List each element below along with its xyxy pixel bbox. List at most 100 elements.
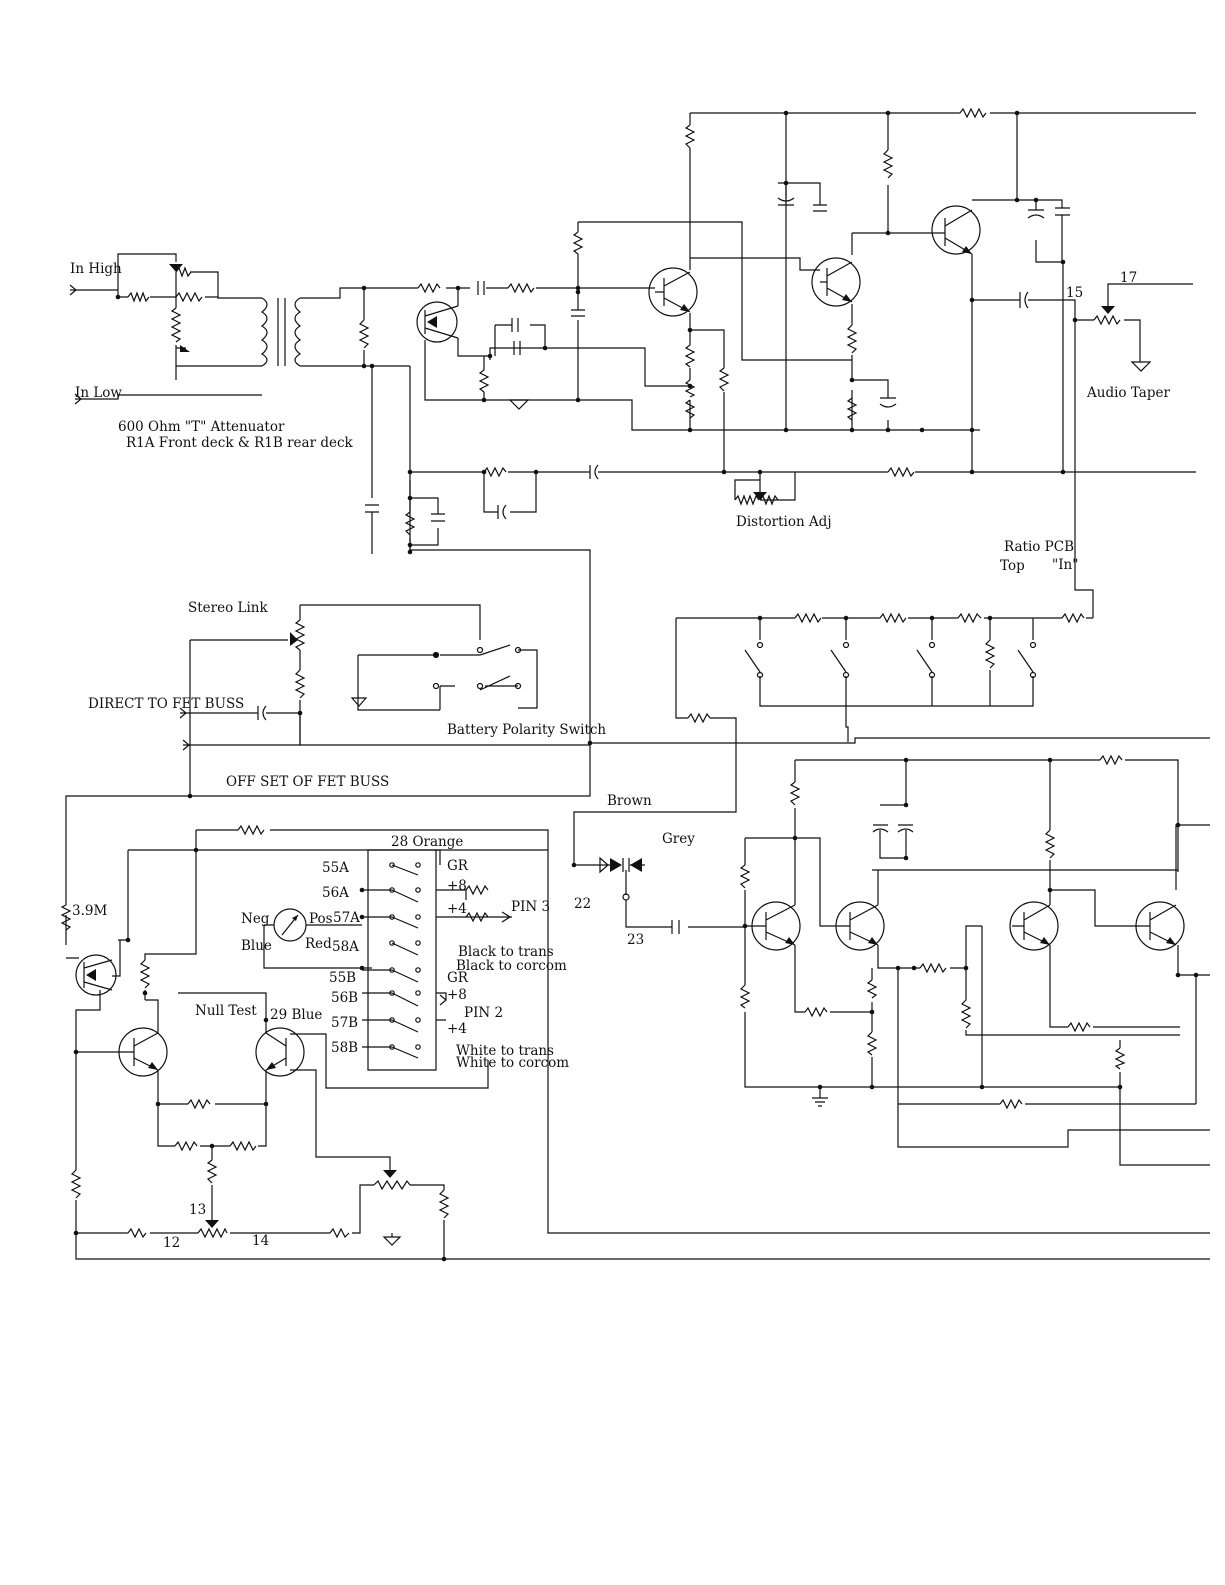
npn-transistor-icon xyxy=(835,901,885,951)
potentiometer-icon xyxy=(294,619,306,651)
gr-a-label: GR xyxy=(447,858,469,874)
resistor-icon xyxy=(175,291,203,303)
switch-56b-label: 56B xyxy=(331,990,358,1006)
attenuator-deck-label: R1A Front deck & R1B rear deck xyxy=(126,435,354,451)
in-high-label: In High xyxy=(70,261,122,277)
resistor-icon xyxy=(1044,829,1056,859)
junction-dots xyxy=(73,110,1199,1262)
ground-icon xyxy=(812,1097,828,1107)
resistor-icon xyxy=(174,1140,198,1152)
orange-28-label: 28 Orange xyxy=(391,834,463,850)
resistor-icon xyxy=(229,1140,257,1152)
transistors xyxy=(75,205,1185,1077)
npn-transistor-icon xyxy=(118,1027,168,1077)
capacitor-icon xyxy=(813,204,827,212)
resistor-icon xyxy=(237,824,265,836)
battery-polarity-switch-label: Battery Polarity Switch xyxy=(447,722,606,738)
plus8-a-label: +8 xyxy=(447,878,467,894)
capacitor-icon xyxy=(777,197,795,206)
labels: In High In Low 600 Ohm "T" Attenuator R1… xyxy=(70,261,1170,1251)
resistor-icon xyxy=(684,344,696,368)
capacitor-icon xyxy=(1027,209,1045,219)
gr-b-label: GR xyxy=(447,970,469,986)
red-label: Red xyxy=(305,936,332,952)
capacitor-icon xyxy=(511,318,519,332)
pos-label: Pos xyxy=(309,911,333,927)
node-23-label: 23 xyxy=(627,932,644,948)
npn-transistor-icon xyxy=(1135,901,1185,951)
resistor-icon xyxy=(846,324,858,354)
capacitor-icon xyxy=(257,705,267,721)
resistor-icon xyxy=(1067,1021,1091,1033)
switch-58a-label: 58A xyxy=(332,939,359,955)
switch-icon xyxy=(432,675,522,691)
resistor-icon xyxy=(789,781,801,806)
diodes xyxy=(610,858,642,872)
resistor-icon xyxy=(294,669,306,699)
node-22-label: 22 xyxy=(574,896,591,912)
ground-icon xyxy=(599,856,609,874)
potentiometer-icon xyxy=(1101,306,1115,314)
potentiometer-icon xyxy=(290,632,298,646)
ground-icon xyxy=(382,1233,402,1246)
resistor-icon xyxy=(507,282,535,294)
resistor-icon xyxy=(438,1189,450,1219)
node-17-label: 17 xyxy=(1120,270,1137,286)
npn-transistor-icon xyxy=(931,205,981,255)
capacitor-icon xyxy=(571,309,585,317)
resistor-icon xyxy=(465,911,489,923)
resistor-icon xyxy=(846,397,858,421)
ratio-pcb-label: Ratio PCB xyxy=(1004,539,1074,555)
in-low-label: In Low xyxy=(75,385,122,401)
node-14-label: 14 xyxy=(252,1233,269,1249)
switch-icon xyxy=(389,862,421,1059)
diode-icon xyxy=(610,858,622,872)
diode-icon xyxy=(630,858,642,872)
resistor-icon xyxy=(739,984,751,1009)
resistor-icon xyxy=(984,639,996,669)
top-label: Top xyxy=(1000,558,1025,574)
resistor-icon xyxy=(684,124,696,149)
resistor-icon xyxy=(465,884,489,896)
switches xyxy=(389,641,1037,1059)
switch-56a-label: 56A xyxy=(322,885,349,901)
stereo-link-label: Stereo Link xyxy=(188,600,269,616)
capacitor-icon xyxy=(1055,207,1070,240)
audio-taper-label: Audio Taper xyxy=(1086,385,1170,401)
resistor-icon xyxy=(1099,754,1123,766)
resistor-icon xyxy=(127,291,150,303)
resistor-icon xyxy=(887,466,915,478)
resistor-icon xyxy=(206,1159,218,1184)
resistor-icon xyxy=(197,1227,228,1239)
black-to-trans-label: Black to trans xyxy=(458,944,554,960)
resistor-icon xyxy=(139,959,151,989)
fet-icon xyxy=(416,301,459,343)
resistor-icon xyxy=(187,1098,211,1110)
black-to-corcom-label: Black to corcom xyxy=(456,958,567,974)
blue-label: Blue xyxy=(241,938,272,954)
potentiometer-icon xyxy=(170,307,186,349)
capacitor-icon xyxy=(1019,291,1029,309)
resistor-icon xyxy=(329,1227,350,1239)
switch-icon xyxy=(432,644,522,659)
direct-to-fet-buss-label: DIRECT TO FET BUSS xyxy=(88,696,244,712)
resistor-icon xyxy=(483,466,507,478)
switch-icon xyxy=(830,641,850,679)
white-to-trans-label: White to trans xyxy=(456,1043,554,1059)
plus4-a-label: +4 xyxy=(447,901,467,917)
resistor-icon xyxy=(687,712,711,724)
resistor-icon xyxy=(373,1179,411,1191)
potentiometers xyxy=(169,264,1115,1228)
potentiometer-icon xyxy=(169,264,183,272)
capacitor-icon xyxy=(879,397,897,408)
capacitor-icon xyxy=(365,504,379,513)
blue-29-label: 29 Blue xyxy=(270,1007,322,1023)
neg-label: Neg xyxy=(241,911,270,927)
npn-transistor-icon xyxy=(648,267,698,317)
capacitor-icon xyxy=(497,504,507,520)
switch-55a-label: 55A xyxy=(322,860,349,876)
switch-icon xyxy=(744,641,764,679)
node-12-label: 12 xyxy=(163,1235,180,1251)
resistor-icon xyxy=(866,979,878,1056)
